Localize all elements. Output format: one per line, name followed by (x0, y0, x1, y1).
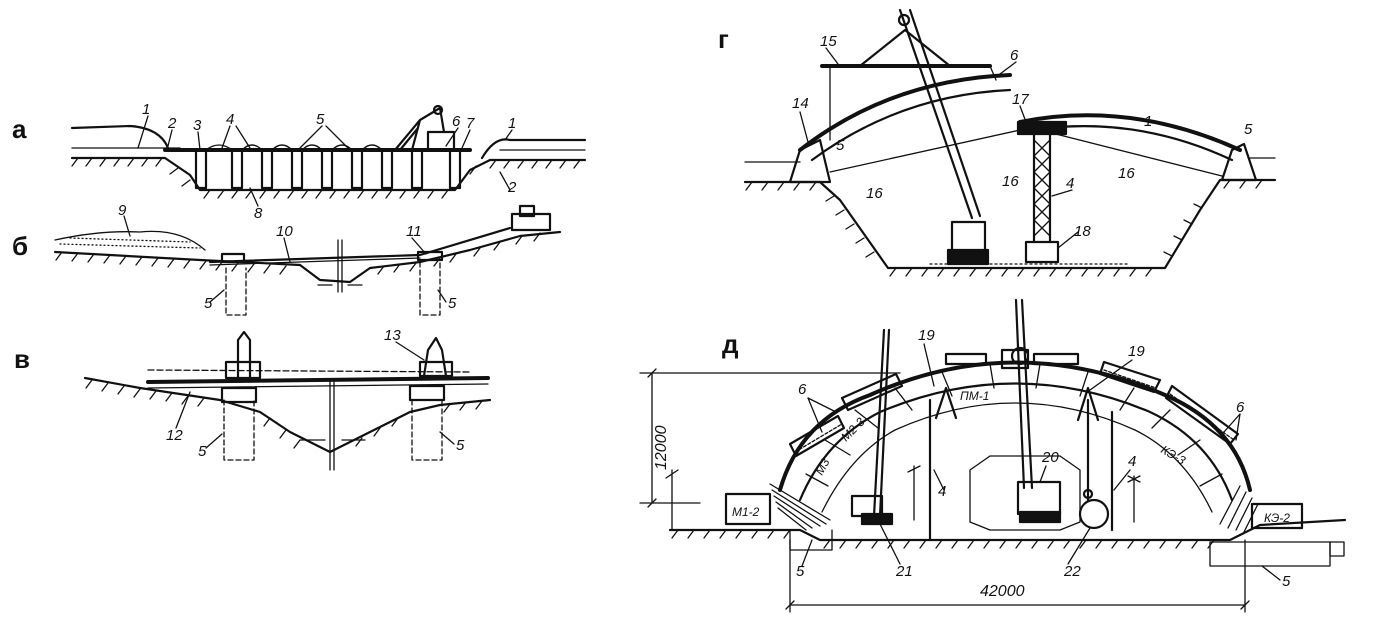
label: 16 (1118, 165, 1135, 182)
label: 16 (866, 185, 883, 202)
panel-label-v: в (14, 344, 30, 374)
label: 9 (118, 202, 127, 219)
crane-right-v (422, 336, 448, 378)
label: 21 (895, 563, 913, 580)
segment-label: М1-2 (732, 505, 760, 519)
label: 5 (204, 295, 213, 312)
panel-label-b: б (12, 231, 28, 261)
base-block-left-d (724, 492, 772, 526)
arch-right-g (1018, 113, 1242, 152)
label: 2 (167, 115, 177, 132)
label: 6 (1010, 47, 1019, 64)
label: 4 (938, 483, 946, 500)
abutment-right-g (1220, 142, 1258, 182)
crane-a (393, 106, 446, 152)
abutment-left-g (788, 138, 832, 184)
label: 18 (1074, 223, 1091, 240)
segment-label: КЭ-3 (1159, 442, 1189, 467)
label: 5 (198, 443, 207, 460)
height-dimension: 12000 (653, 425, 670, 470)
tower-g (1016, 120, 1068, 264)
label: 5 (316, 111, 325, 128)
label: 4 (226, 111, 234, 128)
scheme-a: 1 2 3 4 5 6 7 1 2 8 (70, 101, 587, 222)
label: 13 (384, 327, 401, 344)
embankment-left-a (70, 124, 170, 152)
label: 2 (507, 179, 517, 196)
pier-outlines-v (223, 399, 443, 461)
label: 5 (1282, 573, 1291, 590)
segment-label: КЭ-2 (1264, 511, 1290, 525)
label: 6 (798, 381, 807, 398)
label: 22 (1063, 563, 1081, 580)
scheme-d: 12000 42000 М3 М2-3 ПМ-1 КЭ-3 М1-2 КЭ-2 (639, 298, 1347, 613)
arch-left-g (798, 73, 1012, 152)
label: 15 (820, 33, 837, 50)
label: 11 (406, 223, 422, 240)
label: 5 (448, 295, 457, 312)
supports-19-d (934, 386, 1100, 422)
embankment-right-a (480, 138, 587, 160)
tractor-b (510, 212, 552, 232)
label: 20 (1041, 449, 1059, 466)
pit-outline-g (743, 178, 1277, 270)
pier-outlines-b (225, 261, 441, 316)
posts-d (928, 398, 1114, 542)
scheme-b: 9 10 11 5 5 (53, 202, 562, 316)
label: 1 (508, 115, 516, 132)
label: 1 (142, 101, 150, 118)
height-dimension-line (639, 372, 901, 504)
label: 1 (1144, 113, 1152, 130)
ground-line-b (53, 230, 562, 284)
scheme-v: 13 12 5 5 (83, 327, 492, 471)
label: 8 (254, 205, 263, 222)
label: 5 (796, 563, 805, 580)
piers-a (194, 148, 462, 190)
label: 10 (276, 223, 293, 240)
stockpile-b (54, 230, 206, 251)
enclosure-d (969, 455, 1081, 531)
label: 16 (1002, 173, 1019, 190)
label: 5 (1244, 121, 1253, 138)
label: 14 (792, 95, 809, 112)
ground-line-v (83, 376, 492, 454)
label: 4 (1128, 453, 1136, 470)
span-v (146, 376, 490, 384)
segment-label: ПМ-1 (960, 389, 989, 403)
span-dimension-line (789, 539, 1246, 613)
panel-label-g: г (718, 24, 729, 54)
label: 17 (1012, 91, 1029, 108)
label: 7 (466, 115, 475, 132)
crane-left-v (236, 330, 252, 380)
label: 6 (452, 113, 461, 130)
segment-label: М3 (812, 456, 832, 478)
panel-label-d: д (722, 329, 739, 359)
drum-d (1078, 498, 1110, 530)
crane-center-d (1014, 298, 1034, 490)
crane-boom-g (898, 8, 974, 220)
label: 19 (1128, 343, 1145, 360)
scaffold-blocks-d (788, 348, 1240, 458)
label: 5 (836, 137, 845, 154)
ground-line-d (668, 518, 1347, 542)
label: 3 (193, 117, 202, 134)
crane-left-d (872, 328, 891, 518)
arch-inner-d (821, 402, 1213, 513)
label: 4 (1066, 175, 1074, 192)
panel-label-a: а (12, 114, 27, 144)
label: 6 (1236, 399, 1245, 416)
segment-label: М2-3 (838, 415, 867, 444)
ground-hatch-a (71, 157, 581, 199)
label: 5 (456, 437, 465, 454)
label: 19 (918, 327, 935, 344)
foundation-right-d (1209, 541, 1331, 567)
span-dimension: 42000 (980, 583, 1025, 600)
scheme-g: 15 6 14 5 16 17 1 5 16 16 4 18 (743, 8, 1277, 277)
launch-girder-b (208, 226, 512, 264)
anchor-fans-d (769, 483, 1259, 533)
ground-line-a (70, 156, 587, 192)
label: 12 (166, 427, 183, 444)
